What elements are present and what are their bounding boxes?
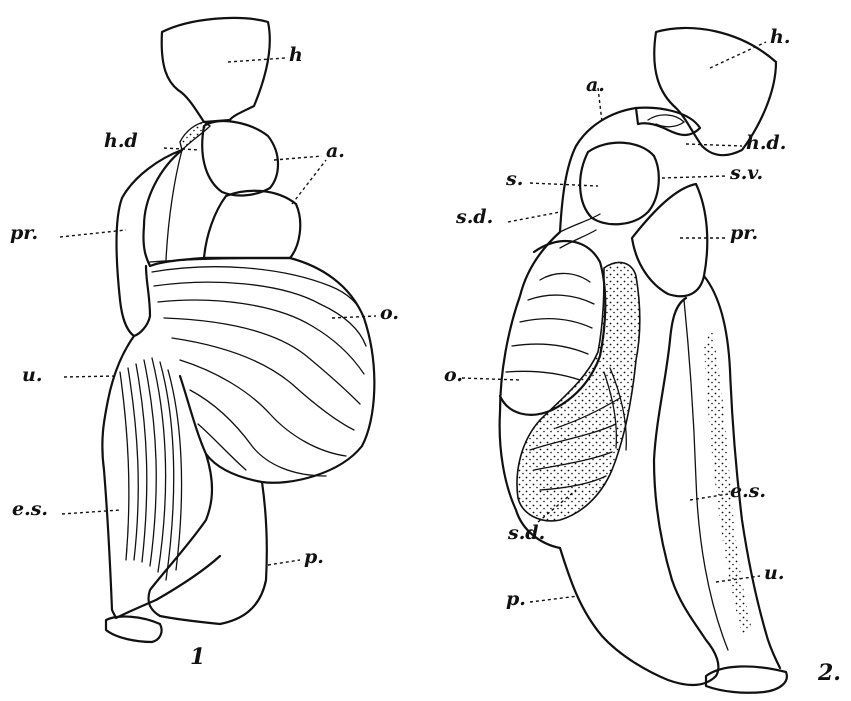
fig2-label-es: e.s.	[730, 482, 766, 501]
fig1-label-h: h	[289, 46, 303, 65]
fig1-atrium-upper	[202, 121, 278, 195]
fig1-foot	[106, 617, 162, 642]
fig1-label-pr: pr.	[10, 224, 38, 243]
figure-2-number: 2.	[818, 662, 841, 684]
fig1-atrium-seam	[150, 258, 290, 262]
fig1-head	[162, 18, 270, 122]
fig2-foot	[706, 666, 787, 692]
fig2-pharynx	[632, 184, 707, 296]
fig1-muscle-lines	[120, 358, 182, 580]
fig1-label-hd: h.d	[104, 132, 138, 151]
fig2-label-u: u.	[764, 564, 784, 583]
fig1-label-u: u.	[22, 366, 42, 385]
fig2-label-s: s.	[506, 170, 523, 189]
fig2-label-a: a.	[586, 76, 605, 95]
fig1-pharynx	[117, 150, 183, 336]
fig1-ovary-folds	[152, 267, 366, 476]
fig2-label-pr: pr.	[730, 224, 758, 243]
fig2-label-h: h.	[770, 28, 790, 47]
fig2-label-o: o.	[444, 366, 463, 385]
fig1-body	[143, 150, 374, 483]
fig2-label-sd-lower: s.d.	[508, 524, 545, 543]
fig2-sperm-duct	[560, 214, 600, 232]
fig2-label-hd: h.d.	[746, 134, 786, 153]
fig2-ovary-folds	[506, 273, 594, 380]
fig1-label-a: a.	[326, 142, 345, 161]
fig2-label-sv: s.v.	[730, 164, 763, 183]
fig2-duct-column	[654, 298, 686, 580]
fig1-atrium-lower	[204, 191, 300, 258]
fig1-lobe-seam	[166, 150, 182, 260]
fig1-label-es: e.s.	[12, 500, 48, 519]
fig1-label-o: o.	[380, 304, 399, 323]
fig2-penis	[560, 548, 718, 685]
fig2-gland-stipple	[517, 262, 640, 520]
fig2-label-p: p.	[506, 590, 526, 609]
figure-1-drawing	[60, 18, 376, 642]
fig2-label-sd-upper: s.d.	[456, 208, 493, 227]
fig1-label-p: p.	[304, 548, 324, 567]
figure-1-number: 1	[190, 646, 205, 668]
fig2-head-duct	[636, 108, 700, 135]
fig2-spermatheca	[580, 143, 659, 225]
